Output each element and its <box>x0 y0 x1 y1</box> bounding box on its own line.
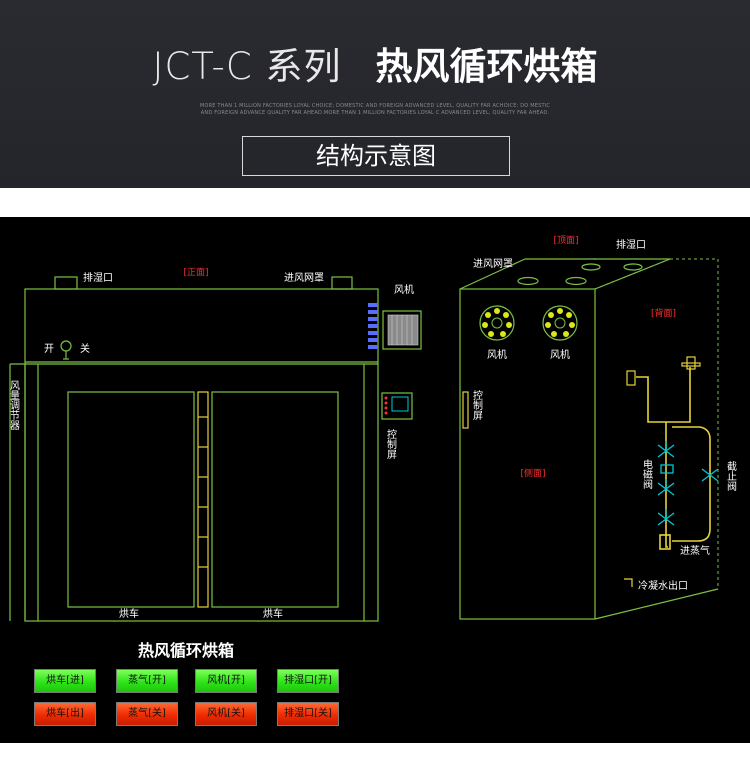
side-top-edge-left <box>459 258 526 290</box>
cart-left-outline <box>67 391 195 608</box>
valves <box>657 441 719 526</box>
front-view-label: [正面] <box>183 267 208 278</box>
front-exhaust-label: 排湿口 <box>83 271 113 284</box>
steam-piping <box>636 367 711 550</box>
top-vent-1 <box>517 276 539 286</box>
button-cart-in[interactable]: 烘车[进] <box>34 669 96 693</box>
front-control-panel <box>381 392 413 420</box>
series-name: JCT-C 系列 <box>152 45 342 88</box>
solenoid-body <box>660 464 674 474</box>
side-control-bar <box>462 391 469 429</box>
fan-motor-body <box>387 314 419 346</box>
back-view-label: [背面] <box>651 307 676 319</box>
cart-center-rail <box>197 391 209 608</box>
diagram-panel: [正面] 排湿口 进风网罩 风机 开 关 风量调节器 控制屏 烘车 烘车 <box>0 217 750 743</box>
stop-valve <box>701 468 719 482</box>
top-vent-3 <box>581 263 601 271</box>
front-control-label: 控制屏 <box>385 428 397 460</box>
top-vent-4 <box>623 263 643 271</box>
side-fan-right-label: 风机 <box>550 348 570 361</box>
switch-off-label: 关 <box>80 342 90 355</box>
tagline-small-text: MORE THAN 1 MILLION FACTORIES LOYAL CHOI… <box>199 103 551 116</box>
side-front-face <box>459 288 596 620</box>
controls-title: 热风循环烘箱 <box>138 641 234 660</box>
front-cabinet-outline <box>24 288 379 622</box>
top-vent-2 <box>565 276 587 286</box>
button-fan-off[interactable]: 风机[关] <box>195 702 257 726</box>
structure-diagram: [正面] 排湿口 进风网罩 风机 开 关 风量调节器 控制屏 烘车 烘车 <box>8 235 737 660</box>
button-exhaust-close[interactable]: 排湿口[关] <box>277 702 339 726</box>
solenoid-label: 电磁阀 <box>641 458 653 490</box>
switch-knob <box>60 340 72 352</box>
button-cart-out[interactable]: 烘车[出] <box>34 702 96 726</box>
condensate-label: 冷凝水出口 <box>638 579 688 592</box>
top-view-label: [顶面] <box>553 235 578 246</box>
stop-valve-label: 截止阀 <box>725 460 737 492</box>
switch-on-label: 开 <box>44 344 54 355</box>
fan-grille <box>368 303 378 349</box>
front-view <box>9 276 422 622</box>
side-fan-right <box>542 305 578 341</box>
front-exhaust-port <box>54 276 78 290</box>
section-title-box: 结构示意图 <box>242 136 510 176</box>
cart-left-label: 烘车 <box>119 607 139 620</box>
front-intake-label: 进风网罩 <box>284 272 324 284</box>
side-bottom-edge <box>594 588 719 620</box>
button-steam-off[interactable]: 蒸气[关] <box>116 702 178 726</box>
side-fan-left-label: 风机 <box>487 348 507 361</box>
side-fan-left <box>479 305 515 341</box>
side-exhaust-label: 排湿口 <box>616 238 646 251</box>
front-fan-label: 风机 <box>394 283 414 296</box>
front-fan-housing <box>382 310 422 350</box>
cart-right-outline <box>211 391 339 608</box>
cart-right-label: 烘车 <box>263 607 283 620</box>
condensate-outlet <box>624 578 633 587</box>
front-intake-hood <box>331 276 353 290</box>
button-fan-on[interactable]: 风机[开] <box>195 669 257 693</box>
page-title: JCT-C 系列热风循环烘箱 <box>0 36 750 90</box>
button-exhaust-open[interactable]: 排湿口[开] <box>277 669 339 693</box>
side-control-label: 控制屏 <box>471 389 483 421</box>
header-banner: JCT-C 系列热风循环烘箱 MORE THAN 1 MILLION FACTO… <box>0 0 750 188</box>
button-steam-on[interactable]: 蒸气[开] <box>116 669 178 693</box>
product-name: 热风循环烘箱 <box>375 45 598 88</box>
steam-in-label: 进蒸气 <box>680 544 710 557</box>
side-view-label: [侧面] <box>520 467 545 479</box>
pipe-fittings <box>626 356 701 386</box>
side-hidden-edges <box>594 258 719 589</box>
side-intake-label: 进风网罩 <box>473 258 513 270</box>
regulator-label: 风量调节器 <box>8 380 20 431</box>
